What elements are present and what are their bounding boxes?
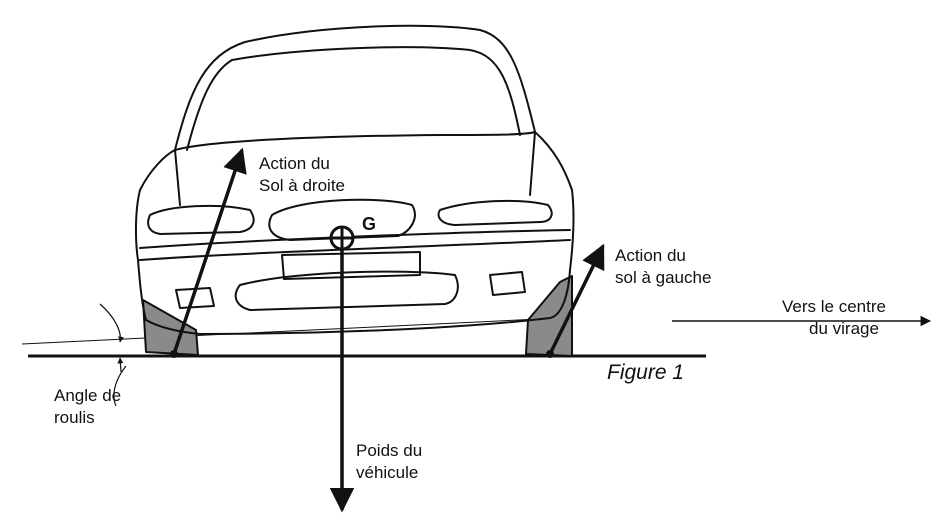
left-contact-point bbox=[546, 350, 554, 358]
roll-angle-arc bbox=[99, 303, 125, 343]
roll-angle-pointer bbox=[113, 365, 127, 407]
right-tire bbox=[525, 275, 573, 357]
label-ground-right: Action du Sol à droite bbox=[259, 154, 345, 195]
ground-right-vector bbox=[172, 147, 247, 355]
label-ground-left: Action du sol à gauche bbox=[615, 246, 712, 287]
figure-caption: Figure 1 bbox=[607, 361, 685, 384]
center-of-gravity-marker bbox=[329, 225, 355, 251]
label-weight: Poids du véhicule bbox=[356, 441, 423, 482]
roll-angle-arc-lower bbox=[117, 357, 124, 373]
left-tire bbox=[142, 299, 199, 356]
right-contact-point bbox=[170, 350, 178, 358]
label-center-of-gravity: G bbox=[362, 214, 377, 234]
car-front-view bbox=[134, 24, 575, 357]
ground-left-vector bbox=[548, 243, 605, 355]
tilted-reference-line bbox=[21, 317, 561, 345]
label-center-of-turn: Vers le centre du virage bbox=[782, 297, 886, 338]
label-roll-angle: Angle de roulis bbox=[54, 386, 122, 427]
